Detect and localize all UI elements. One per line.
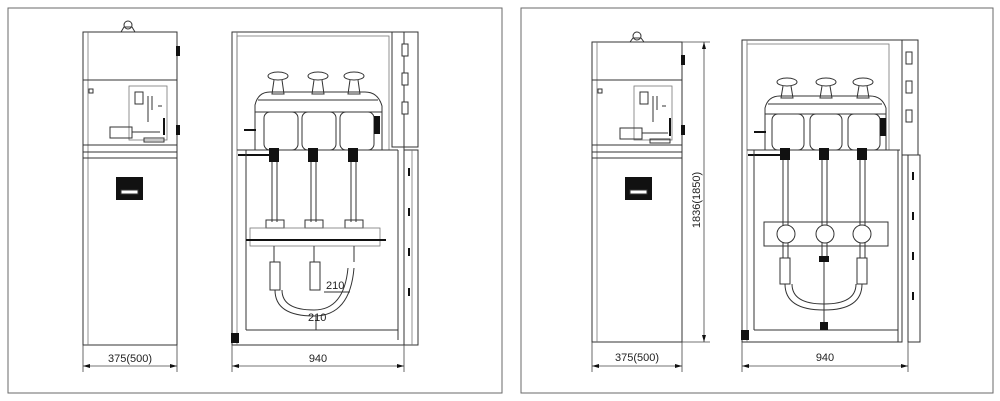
right-height-label: 1836(1850) [691,172,703,228]
right-top-insulators [776,77,874,99]
right-side-door-handle [625,177,652,200]
left-cable-spacing-lower: 210 [308,312,326,324]
left-front-width-label: 940 [309,353,327,365]
right-front-view: 940 [741,39,921,372]
left-side-width-label: 375(500) [108,353,152,365]
right-panel: 1836(1850) 375(500) [520,7,994,394]
left-panel: 375(500) [7,7,503,394]
right-side-view: 1836(1850) 375(500) [591,31,710,372]
left-front-view: 210 210 940 [231,31,419,372]
left-top-insulators [267,71,365,95]
right-panel-frame [520,7,994,394]
left-cable-spacing-upper: 210 [326,280,344,292]
right-side-width-label: 375(500) [615,352,659,364]
left-side-view: 375(500) [82,20,180,372]
left-side-door-handle [116,177,143,200]
right-front-width-label: 940 [816,352,834,364]
left-panel-frame [7,7,503,394]
